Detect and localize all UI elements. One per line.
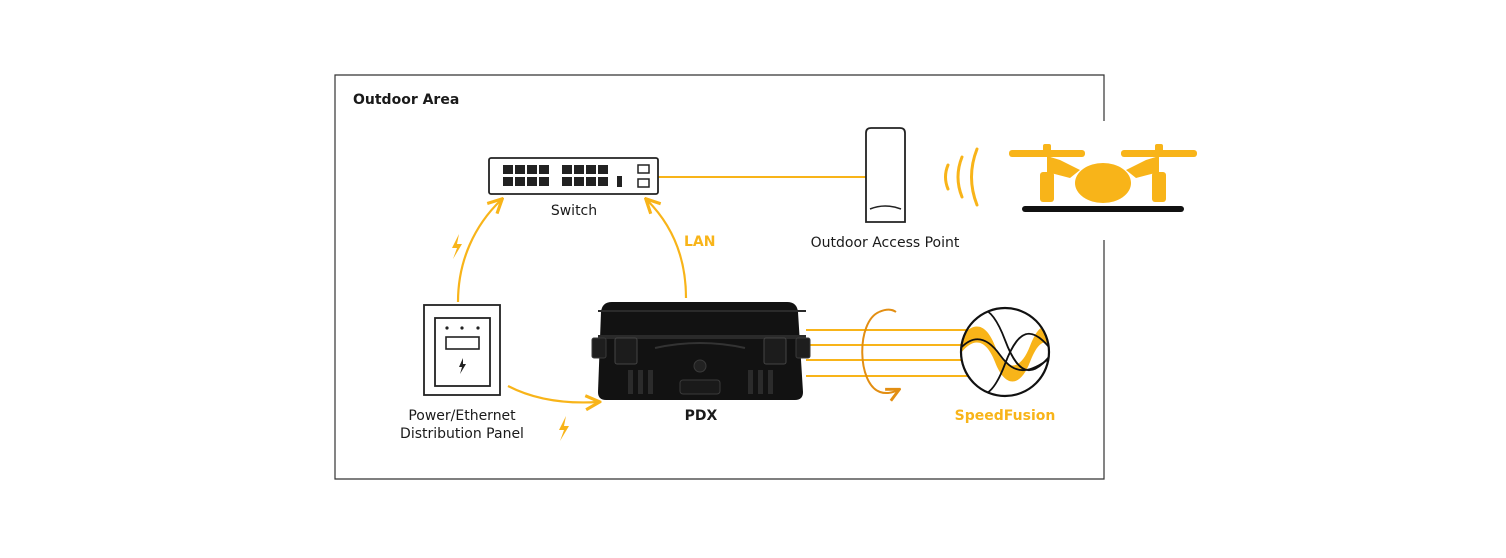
distribution-panel-icon [423,304,501,396]
rugged-case-icon [591,302,811,400]
lightning-icon [559,416,569,441]
drone-icon [1009,144,1197,212]
speedfusion-lines [806,329,968,377]
outdoor-area-frame [334,74,1105,480]
lan-label: LAN [684,234,715,250]
wireless-signal-icon [944,147,979,207]
lightning-icon [452,234,462,259]
switch-label: Switch [551,203,597,219]
speedfusion-loop-arrow [861,311,898,393]
area-title: Outdoor Area [353,92,459,108]
speedfusion-loop-arrow-top [878,308,897,313]
panel-to-pdx-arrow [507,385,598,402]
access-point-icon [865,127,906,223]
pdx-label: PDX [685,408,718,424]
panel-label-line1: Power/Ethernet [408,408,516,424]
speedfusion-waves-icon [959,306,1051,398]
panel-to-switch-arrow [456,200,501,303]
network-switch-icon [488,157,659,195]
connection-lines [456,176,968,402]
speedfusion-label: SpeedFusion [955,408,1056,424]
access-point-label: Outdoor Access Point [811,235,960,251]
pdx-to-switch-lan-arrow [647,200,688,299]
panel-label-line2: Distribution Panel [400,426,524,442]
